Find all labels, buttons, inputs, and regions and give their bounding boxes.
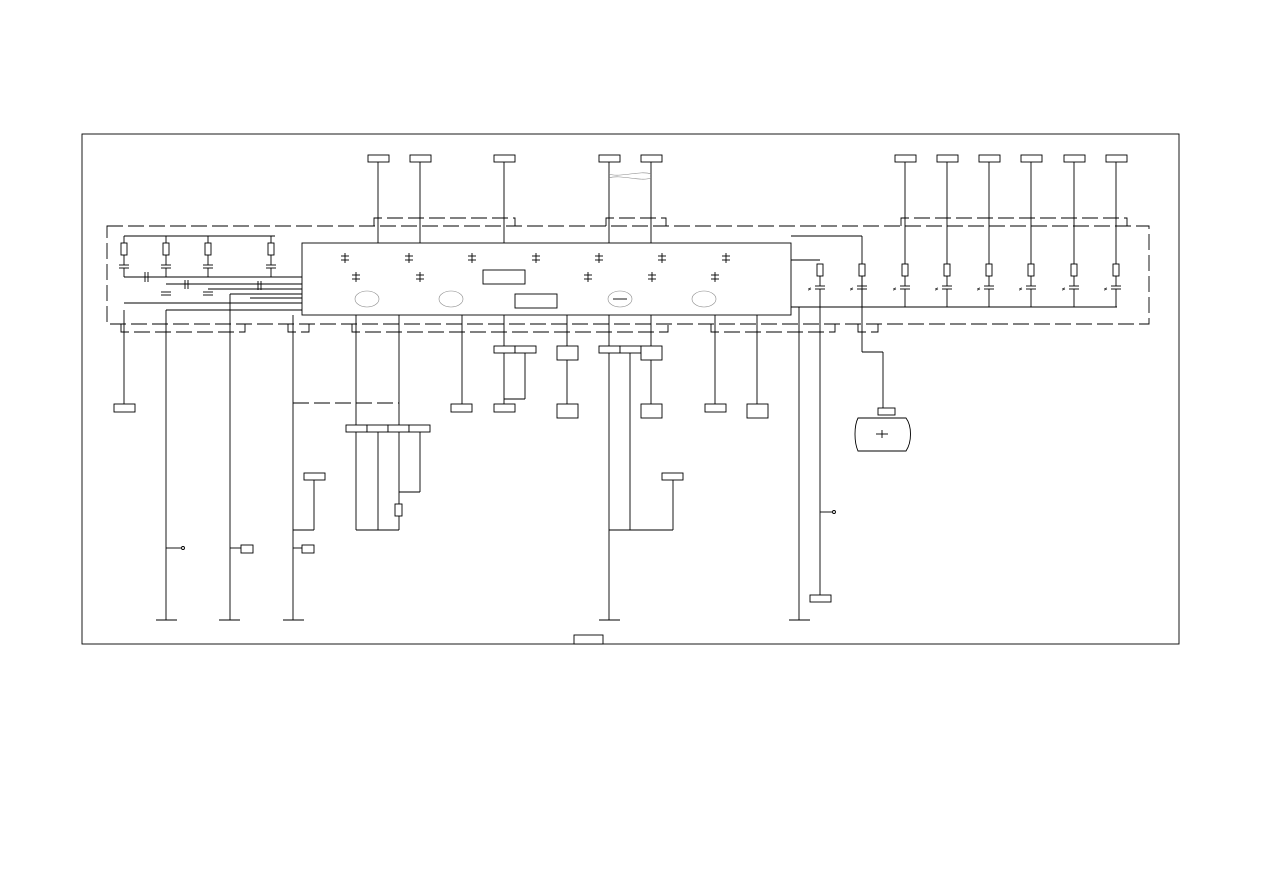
resistor xyxy=(1112,263,1120,277)
top-connector xyxy=(894,154,917,163)
lower-harness-circuits xyxy=(113,276,911,621)
left-bus-lines xyxy=(124,235,1117,311)
top-connector xyxy=(640,154,663,163)
cap-mark: ≠ xyxy=(1104,287,1108,293)
resistor xyxy=(120,242,128,256)
right-sensor-chain: ≠ ≠ ≠ ≠ ≠ ≠ ≠ ≠ xyxy=(808,263,1121,307)
resistor xyxy=(394,503,403,517)
cap-mark: ≠ xyxy=(935,287,939,293)
resistor xyxy=(1070,263,1078,277)
cap-mark: ≠ xyxy=(1062,287,1066,293)
motor-unit xyxy=(854,417,911,452)
cap-mark: ≠ xyxy=(850,287,854,293)
top-connector xyxy=(409,154,432,163)
top-connector xyxy=(598,154,621,163)
module-switch-array xyxy=(341,253,730,282)
resistor xyxy=(267,242,275,256)
top-connector xyxy=(978,154,1001,163)
cap-mark: ≠ xyxy=(977,287,981,293)
twisted-pair xyxy=(608,176,652,180)
module-display-block xyxy=(514,293,558,309)
cap-mark: ≠ xyxy=(1019,287,1023,293)
cap-mark: ≠ xyxy=(893,287,897,293)
resistor xyxy=(858,263,866,277)
connector-left-3 xyxy=(301,544,315,554)
top-connector xyxy=(493,154,516,163)
drawing-frame xyxy=(81,133,1180,645)
top-connector xyxy=(367,154,390,163)
top-connector-row xyxy=(367,154,1128,264)
resistor xyxy=(901,263,909,277)
harness-outline xyxy=(106,217,1150,333)
top-connector xyxy=(1063,154,1086,163)
top-connector xyxy=(936,154,959,163)
resistor xyxy=(162,242,170,256)
connector-left-1 xyxy=(113,403,136,413)
connector-left-2 xyxy=(240,544,254,554)
left-sensor-chain xyxy=(119,236,276,296)
resistor xyxy=(943,263,951,277)
top-connector xyxy=(1105,154,1128,163)
cap-mark: ≠ xyxy=(808,287,812,293)
title-block xyxy=(573,634,604,645)
resistor xyxy=(985,263,993,277)
module-indicator-lamps xyxy=(354,290,717,308)
resistor xyxy=(1027,263,1035,277)
top-connector xyxy=(1020,154,1043,163)
twisted-pair xyxy=(608,172,652,176)
resistor xyxy=(816,263,824,277)
connector-left-4 xyxy=(303,472,326,481)
resistor xyxy=(204,242,212,256)
module-display-block xyxy=(482,269,526,285)
